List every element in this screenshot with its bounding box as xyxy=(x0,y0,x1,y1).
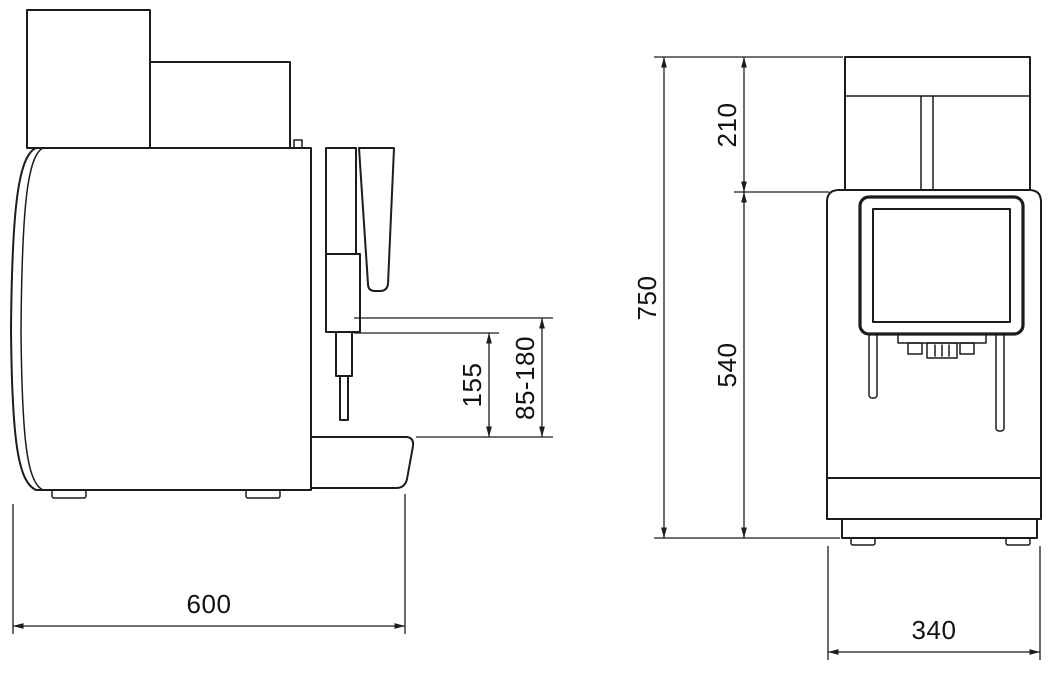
outlet-center-block xyxy=(926,342,958,359)
dispenser-housing xyxy=(325,253,361,333)
dimension-600: 600 xyxy=(12,494,406,634)
dim-label-total-height: 750 xyxy=(632,276,662,321)
dim-label-spout-clearance: 155 xyxy=(457,363,487,408)
dim-label-body-height: 540 xyxy=(712,343,742,388)
top-latch xyxy=(293,139,303,149)
dimension-85-180: 85-180 xyxy=(354,317,553,438)
dim-label-depth: 600 xyxy=(187,589,232,619)
bean-hopper-front xyxy=(149,61,291,149)
foot-right-front xyxy=(1005,537,1031,546)
screen-bezel xyxy=(858,195,1025,336)
side-view: 600 155 85-180 xyxy=(10,9,553,634)
bean-hopper-rear xyxy=(26,9,151,149)
spout-tip xyxy=(339,375,349,421)
dimension-155: 155 xyxy=(354,332,499,437)
machine-body-front xyxy=(826,189,1042,479)
outlet-center-body xyxy=(926,342,958,359)
body-seam-line xyxy=(20,147,44,491)
dispenser-arm xyxy=(325,147,357,255)
dimension-540: 540 xyxy=(712,192,747,538)
drip-tray-side xyxy=(310,436,415,489)
outlet-spout-right xyxy=(959,342,975,355)
foot-front-side xyxy=(245,489,281,499)
screen-display xyxy=(872,208,1011,323)
foot-left-front xyxy=(850,537,876,546)
base-block xyxy=(826,477,1042,520)
dim-label-top-section: 210 xyxy=(712,103,742,148)
dim-label-spout-range: 85-180 xyxy=(510,336,540,420)
dim-label-width: 340 xyxy=(912,615,957,645)
dimension-210: 210 xyxy=(712,57,829,193)
milk-tube xyxy=(995,333,1005,432)
hopper-block-front xyxy=(844,56,1031,191)
foot-rear-side xyxy=(51,489,87,499)
dimension-750: 750 xyxy=(632,56,843,539)
hot-water-tube xyxy=(868,333,878,399)
dispenser-head-cover xyxy=(358,147,395,292)
dimension-340: 340 xyxy=(827,546,1041,660)
spout-upper xyxy=(335,331,353,377)
outlet-spout-left xyxy=(907,342,923,355)
front-view: 750 210 540 340 xyxy=(632,56,1042,660)
drip-tray-front xyxy=(841,518,1038,539)
machine-body-side xyxy=(10,147,312,491)
